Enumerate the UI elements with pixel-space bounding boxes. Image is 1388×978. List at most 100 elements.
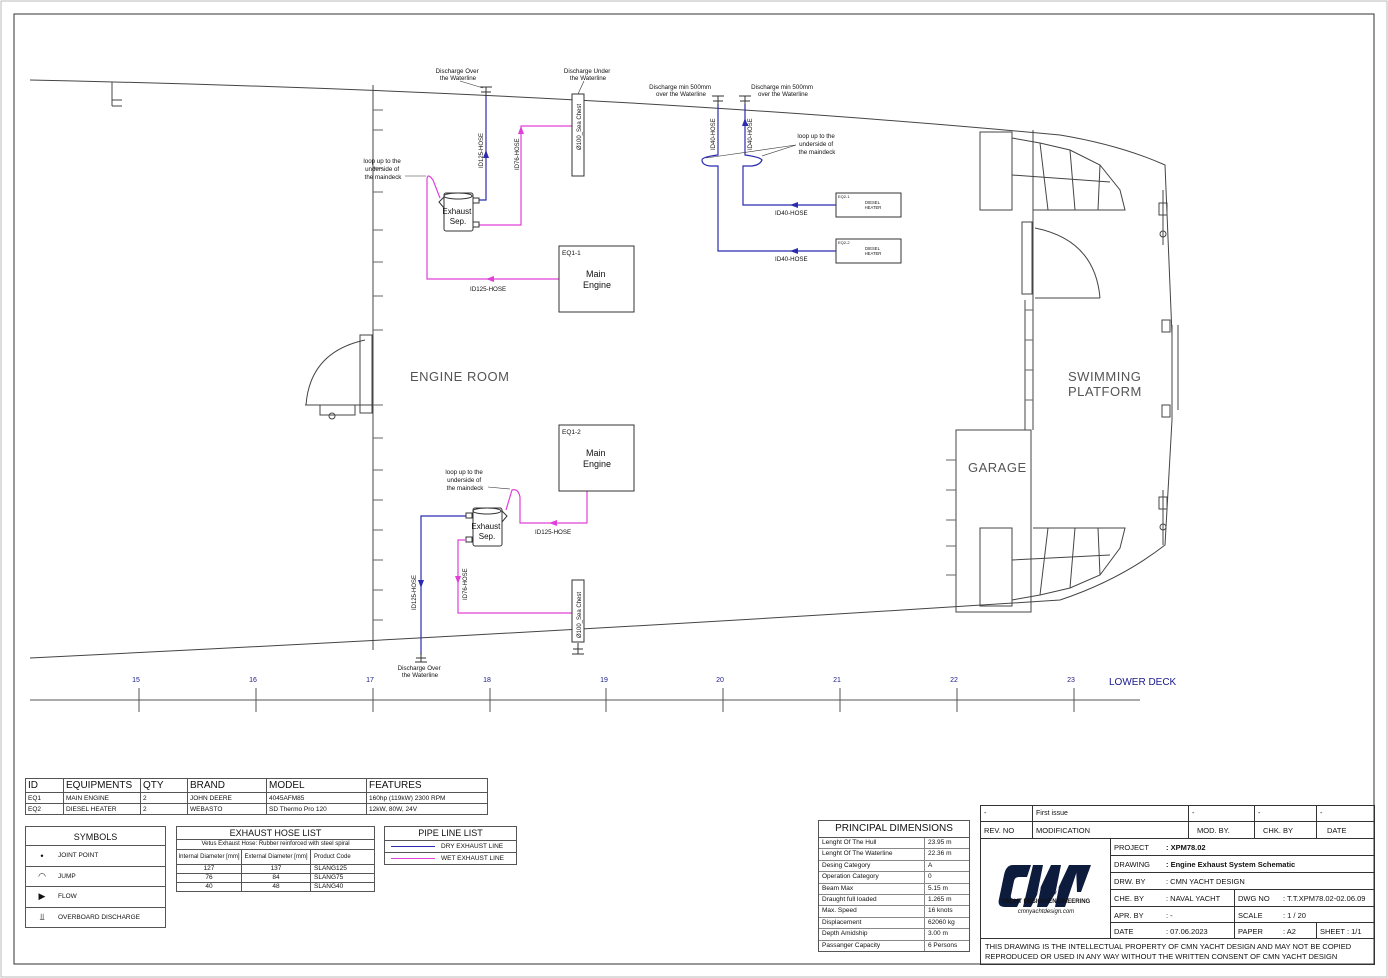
drawing-label: DRAWING	[1114, 860, 1150, 869]
flow-arrow-heater-1	[790, 202, 798, 208]
hose-id125-top-horizontal: ID125-HOSE	[470, 286, 506, 293]
che-label: CHE. BY	[1114, 894, 1145, 903]
exhaust-sep-bottom-line1: Exhaust	[471, 522, 501, 531]
equip-header-equipments: EQUIPMENTS	[63, 778, 141, 793]
equip-cell: EQ2	[25, 803, 64, 815]
frame-20-label: 20	[716, 677, 724, 684]
overboard-discharge-icon: ⫫	[39, 911, 45, 922]
loop-up-b-leader	[705, 144, 797, 159]
equip-header-features: FEATURES	[366, 778, 488, 793]
loop-up-c-line1: loop up to the	[445, 469, 483, 476]
loop-up-c-line3: the maindeck	[447, 485, 485, 492]
equip-cell: 2	[140, 803, 188, 815]
rev-value-date: -	[1317, 806, 1374, 822]
paper-label: PAPER	[1238, 927, 1263, 936]
title-block: - First issue - - - REV. NO MODIFICATION…	[980, 805, 1375, 965]
flow-arrow-bottom-h	[549, 520, 557, 526]
jump-icon: ◠	[38, 870, 46, 881]
joint-point-icon: •	[40, 850, 44, 861]
rev-value-chk-by: -	[1255, 806, 1317, 822]
loop-up-label-c: loop up to the underside of the maindeck	[445, 469, 484, 492]
discharge-over-waterline-bottom-label: Discharge Over the Waterline	[398, 665, 443, 679]
frame-21-label: 21	[833, 677, 841, 684]
exhaust-separator-top-port1	[472, 197, 480, 204]
hose-id76-top-vertical: ID76-HOSE	[515, 138, 521, 170]
project-row: PROJECT: XPM78.02	[1111, 839, 1374, 856]
hose-cell: SLANG40	[310, 882, 374, 891]
flow-arrow-top-d	[518, 126, 524, 134]
sea-chest-bottom-label: Ø100_Sea Chest	[577, 592, 583, 638]
hose-cell: SLANG125	[310, 864, 374, 874]
eq2-1-tag: EQ2-1	[838, 194, 850, 199]
discharge-500-label-a: Discharge min 500mm over the Waterline	[649, 84, 713, 98]
loop-up-a-line1: loop up to the	[363, 158, 401, 165]
hose-id125-top-vertical: ID125-HOSE	[479, 133, 485, 168]
flow-arrow-top-h	[486, 276, 494, 282]
dim-key: Displacement	[819, 917, 925, 929]
loop-up-c-leader	[487, 486, 511, 490]
hose-id40-label-h2: ID40-HOSE	[775, 256, 808, 263]
hose-header-code: Product Code	[310, 849, 374, 865]
overboard-discharge-symbol-top	[480, 86, 492, 96]
exhaust-sep-bottom-line2: Sep.	[479, 532, 495, 541]
dwg-label: DWG NO	[1238, 894, 1270, 903]
list-item: • JOINT POINT	[26, 846, 165, 867]
dim-value: 5.15 m	[928, 884, 948, 892]
discharge-over-top-leader	[459, 80, 484, 89]
table-row: 76 84 SLANG75	[177, 873, 374, 883]
equip-cell: 160hp (119kW) 2300 RPM	[366, 792, 488, 804]
discharge-over-top-line1: Discharge Over	[436, 68, 479, 75]
frame-numbers: 15 16 17 18 19 20 21 22 23	[132, 677, 1075, 684]
discharge-over-waterline-top-label: Discharge Over the Waterline	[436, 68, 481, 82]
dim-key: Depth Amidship	[819, 929, 925, 940]
exhaust-separator-bottom-inlet	[501, 509, 508, 524]
discharge-500-label-b: Discharge min 500mm over the Waterline	[751, 84, 815, 98]
discharge-over-bottom-line2: the Waterline	[402, 672, 439, 679]
dim-value: 1.265 m	[928, 895, 952, 903]
discharge-under-leader	[577, 80, 585, 95]
overboard-discharge-symbols-heaters	[712, 95, 751, 105]
cmn-logo	[998, 865, 1091, 907]
table-row: EQ1 MAIN ENGINE 2 JOHN DEERE 4045AFM85 1…	[25, 792, 488, 804]
equip-cell: 12kW, 80W, 24V	[366, 803, 488, 815]
dim-value: 23.95 m	[928, 839, 952, 846]
hose-id76-bottom-vertical: ID76-HOSE	[463, 568, 469, 600]
loop-up-b-line2: underside of	[799, 141, 833, 148]
project-label: PROJECT	[1114, 843, 1150, 852]
exhaust-separator-top-inlet	[438, 195, 445, 210]
hose-cell: 127	[177, 864, 242, 874]
list-item: ▶ FLOW	[26, 887, 165, 908]
main-engine-1-line2: Engine	[583, 280, 611, 290]
diesel-heater-2-line1: DIESEL	[865, 246, 881, 251]
equipment-table: ID EQUIPMENTS QTY BRAND MODEL FEATURES E…	[25, 778, 488, 815]
platform-label: PLATFORM	[1068, 384, 1142, 399]
hose-id125-bottom-horizontal: ID125-HOSE	[535, 529, 571, 536]
loop-up-c-line2: underside of	[447, 477, 481, 484]
hose-cell: 137	[241, 864, 311, 874]
hose-header-external: External Diameter [mm]	[241, 849, 311, 865]
symbol-label: OVERBOARD DISCHARGE	[58, 913, 140, 921]
equipment-header-row: ID EQUIPMENTS QTY BRAND MODEL FEATURES	[25, 778, 488, 793]
discharge-under-waterline-label: Discharge Under the Waterline	[564, 68, 612, 82]
flow-arrow-bottom-v	[418, 580, 424, 588]
pipe-line-list: PIPE LINE LIST DRY EXHAUST LINE WET EXHA…	[384, 826, 517, 865]
dim-key: Lenght Of The Hull	[819, 838, 925, 849]
exhaust-separator-bottom-port1	[465, 512, 473, 519]
equip-cell: DIESEL HEATER	[63, 803, 141, 815]
diesel-heater-eq2-1	[835, 192, 902, 218]
symbols-legend: SYMBOLS • JOINT POINT ◠ JUMP ▶ FLOW ⫫ OV…	[25, 826, 166, 928]
main-engine-2-label: Main Engine	[583, 448, 611, 469]
equip-header-model: MODEL	[266, 778, 367, 793]
apr-row: APR. BY: -	[1111, 907, 1235, 923]
frame-22-label: 22	[950, 677, 958, 684]
diesel-heater-2-line2: HEATER	[865, 251, 882, 256]
hose-cell: SLANG75	[310, 873, 374, 883]
frame-19-label: 19	[600, 677, 608, 684]
dim-value: 6 Persons	[928, 941, 958, 949]
loop-up-label-b: loop up to the underside of the maindeck	[797, 133, 836, 156]
scale-label: SCALE	[1238, 911, 1263, 920]
